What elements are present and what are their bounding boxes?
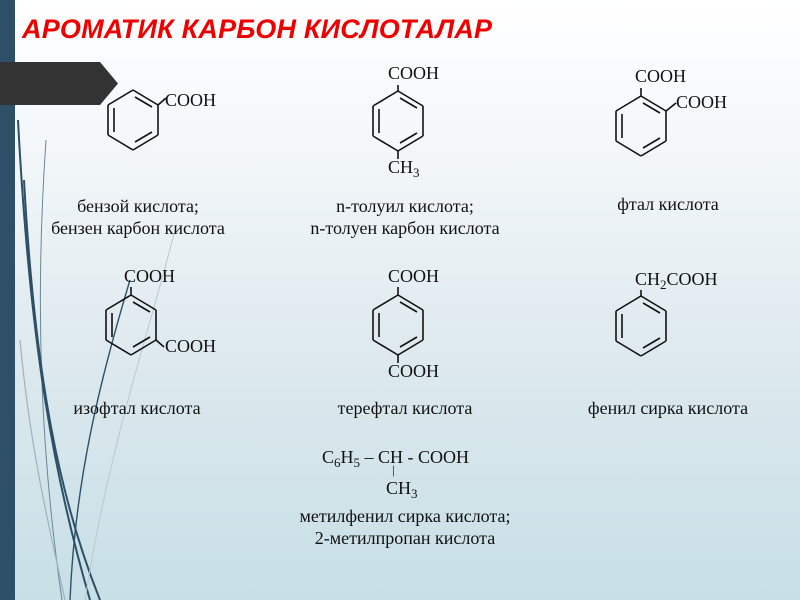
- substituent-cooh: COOH: [388, 266, 440, 286]
- substituent-cooh: COOH: [676, 92, 728, 112]
- slide-title: АРОМАТИК КАРБОН КИСЛОТАЛАР: [22, 14, 493, 44]
- benzene-ring: [372, 85, 424, 159]
- compound-caption: бензой кислота; бензен карбон кислота: [51, 196, 225, 238]
- benzene-ring: [372, 287, 424, 363]
- substituent-ch3: CH3: [388, 157, 420, 180]
- substituent-cooh: COOH: [388, 63, 440, 83]
- compound-caption: метилфенил сирка кислота; 2-метилпропан …: [299, 506, 511, 548]
- substituent-cooh: COOH: [388, 361, 440, 381]
- compound-caption: n-толуил кислота; n-толуен карбон кислот…: [310, 196, 500, 238]
- compound-caption: изофтал кислота: [73, 398, 201, 418]
- compound-caption: фенил сирка кислота: [587, 398, 749, 418]
- condensed-formula: C6H5 – CH - COOH: [322, 447, 470, 470]
- title-arrow-banner: [0, 62, 118, 105]
- substituent-cooh: COOH: [165, 90, 217, 110]
- benzene-ring: [105, 287, 165, 356]
- benzene-ring: [615, 88, 677, 157]
- left-sidebar-bar: [0, 0, 15, 600]
- substituent-cooh: COOH: [635, 66, 687, 86]
- branch-ch3: CH3: [386, 478, 418, 501]
- substituent-cooh: COOH: [165, 336, 217, 356]
- benzene-ring: [107, 89, 167, 151]
- substituent-cooh: COOH: [124, 266, 176, 286]
- branch-bond: |: [392, 462, 395, 477]
- benzene-ring: [615, 290, 667, 357]
- compound-caption: фтал кислота: [617, 194, 719, 214]
- substituent-ch2cooh: CH2COOH: [635, 269, 718, 292]
- compound-caption: терефтал кислота: [337, 398, 473, 418]
